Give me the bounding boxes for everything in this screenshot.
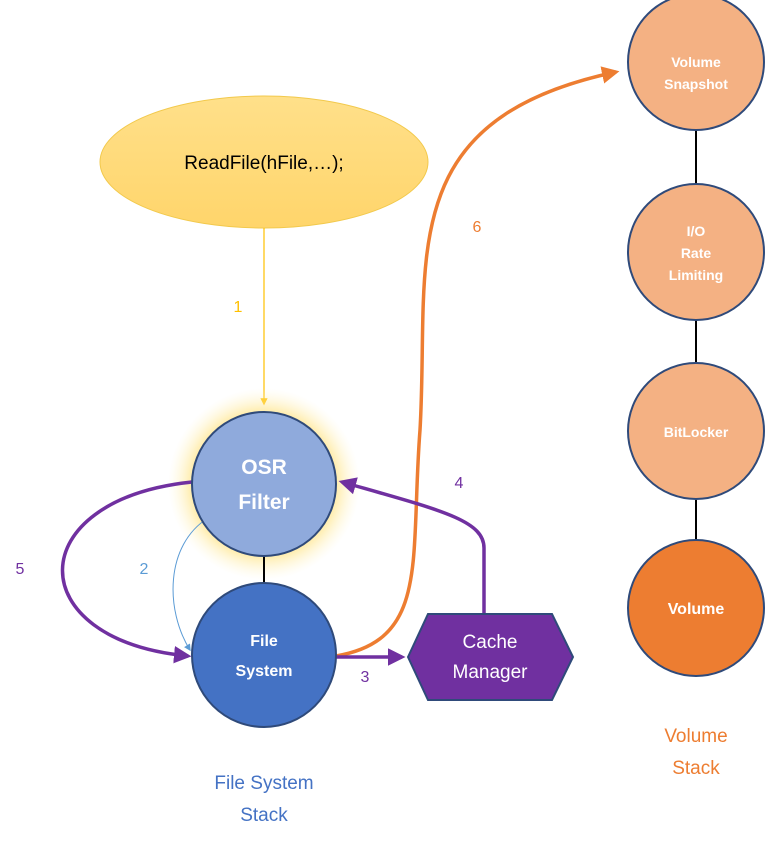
io-rate-limiting-line2: Rate <box>681 245 712 261</box>
volume-stack-line1: Volume <box>664 726 727 747</box>
cache-manager-node: Cache Manager <box>406 613 575 701</box>
osr-filter-line2: Filter <box>238 491 289 514</box>
edge-1: 1 <box>234 228 268 406</box>
file-system-stack-line2: Stack <box>240 805 288 826</box>
osr-filter-line1: OSR <box>241 456 287 479</box>
edge-3: 3 <box>336 648 406 686</box>
file-system-node: File System <box>191 582 337 728</box>
file-system-stack-label: File System Stack <box>214 773 313 826</box>
io-rate-limiting-line1: I/O <box>687 223 706 239</box>
volume-snapshot-node: Volume Snapshot <box>627 0 765 131</box>
file-system-line1: File <box>250 633 278 650</box>
volume-node: Volume <box>627 539 765 677</box>
osr-filter-node: OSR Filter <box>191 411 337 557</box>
edge-1-label: 1 <box>234 299 243 316</box>
bitlocker-node: BitLocker <box>627 362 765 500</box>
bitlocker-label: BitLocker <box>664 424 729 440</box>
readfile-node: ReadFile(hFile,…); <box>99 95 429 229</box>
edge-4: 4 <box>338 475 486 614</box>
volume-stack-label: Volume Stack <box>664 726 727 779</box>
edge-5: 5 <box>16 480 193 664</box>
volume-stack-line2: Stack <box>672 758 720 779</box>
edge-6: 6 <box>335 66 620 658</box>
io-rate-limiting-node: I/O Rate Limiting <box>627 183 765 321</box>
cache-manager-line1: Cache <box>463 632 518 653</box>
readfile-label: ReadFile(hFile,…); <box>184 153 343 174</box>
edge-6-label: 6 <box>473 219 482 236</box>
volume-snapshot-line2: Snapshot <box>664 76 728 92</box>
volume-snapshot-line1: Volume <box>671 54 721 70</box>
file-system-line2: System <box>236 663 293 680</box>
volume-label: Volume <box>668 601 725 618</box>
cache-manager-line2: Manager <box>453 662 529 683</box>
edge-3-label: 3 <box>361 669 370 686</box>
edge-2-label: 2 <box>140 561 149 578</box>
io-rate-limiting-line3: Limiting <box>669 267 723 283</box>
edge-4-label: 4 <box>455 475 464 492</box>
file-system-stack-line1: File System <box>214 773 313 794</box>
edge-2: 2 <box>140 517 209 652</box>
edge-5-label: 5 <box>16 561 25 578</box>
